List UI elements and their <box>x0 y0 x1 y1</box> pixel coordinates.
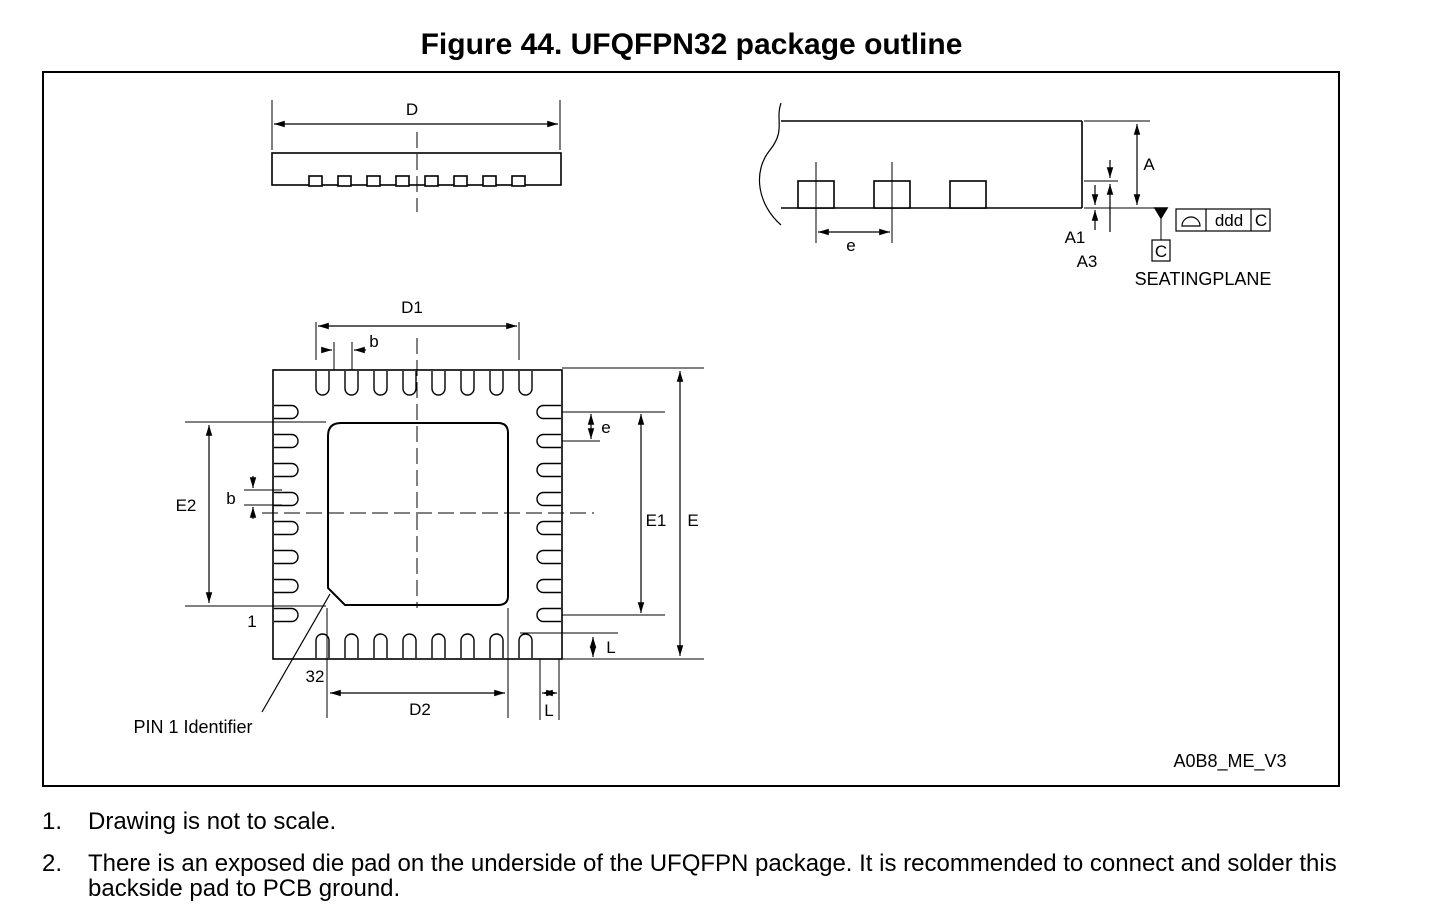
label-L-right: L <box>606 638 615 657</box>
label-pin32: 32 <box>306 667 325 686</box>
pad-top <box>518 371 533 396</box>
pad-right <box>536 491 561 507</box>
flatness-symbol <box>1181 216 1201 227</box>
note-number: 2. <box>42 850 63 877</box>
side-lead <box>308 175 323 187</box>
seating-plane-marker <box>1153 207 1169 220</box>
bottom-view <box>262 338 594 660</box>
label-D: D <box>406 100 418 119</box>
side-lead <box>366 175 381 187</box>
pad-left <box>274 433 299 449</box>
pad-bottom <box>315 633 330 658</box>
label-D2: D2 <box>409 700 431 719</box>
label-E1: E1 <box>646 511 667 530</box>
pad-bottom <box>431 633 446 658</box>
label-A: A <box>1143 155 1155 174</box>
pad-bottom <box>402 633 417 658</box>
label-C-datum: C <box>1155 242 1167 261</box>
pad-bottom <box>373 633 388 658</box>
pad-bottom <box>460 633 475 658</box>
pad-left <box>274 404 299 420</box>
side-view-top <box>271 100 562 212</box>
side-lead <box>424 175 439 187</box>
label-b-top: b <box>369 332 378 351</box>
pad-top <box>402 371 417 396</box>
label-L-bottom: L <box>544 701 553 720</box>
pad-left <box>274 607 299 623</box>
profile-lead <box>949 180 987 209</box>
label-A3: A3 <box>1077 252 1098 271</box>
label-ddd: ddd <box>1215 211 1243 230</box>
label-pin1: 1 <box>247 612 256 631</box>
label-e-right: e <box>601 418 610 437</box>
pad-left <box>274 578 299 594</box>
pad-left <box>274 491 299 507</box>
label-b-left: b <box>226 489 235 508</box>
pad-left <box>274 520 299 536</box>
exposed-die-pad <box>327 422 509 606</box>
bottom-pads <box>274 371 561 658</box>
label-e-side: e <box>846 236 855 255</box>
label-D1: D1 <box>401 298 423 317</box>
pad-top <box>489 371 504 396</box>
figure-title: Figure 44. UFQFPN32 package outline <box>420 28 963 61</box>
pad-top <box>373 371 388 396</box>
tolerance-frame <box>1175 208 1271 232</box>
pad-top <box>315 371 330 396</box>
pad-top <box>344 371 359 396</box>
label-seating-plane: SEATINGPLANE <box>1135 269 1272 289</box>
pad-left <box>274 462 299 478</box>
side-lead <box>453 175 468 187</box>
side-lead <box>337 175 352 187</box>
side-lead <box>395 175 410 187</box>
pad-top <box>460 371 475 396</box>
pad-right <box>536 520 561 536</box>
note-text: There is an exposed die pad on the under… <box>88 850 1337 902</box>
bottom-dimensions <box>185 322 704 720</box>
note-number: 1. <box>42 808 63 835</box>
pad-right <box>536 549 561 565</box>
pad-right <box>536 607 561 623</box>
label-E: E <box>687 511 698 530</box>
label-E2: E2 <box>176 496 197 515</box>
pad-top <box>431 371 446 396</box>
pad-right <box>536 404 561 420</box>
profile-view <box>758 102 1271 262</box>
side-lead <box>511 175 526 187</box>
note-text: Drawing is not to scale. <box>88 808 337 835</box>
label-A1: A1 <box>1065 228 1086 247</box>
pin1-leader <box>261 593 331 713</box>
label-drawing-code: A0B8_ME_V3 <box>1173 751 1286 772</box>
pad-left <box>274 549 299 565</box>
pad-right <box>536 433 561 449</box>
pad-right <box>536 462 561 478</box>
pad-bottom <box>518 633 533 658</box>
side-lead <box>482 175 497 187</box>
label-pin1-identifier: PIN 1 Identifier <box>133 717 252 737</box>
pad-bottom <box>489 633 504 658</box>
side-pins-top <box>308 175 526 187</box>
datum-C-box <box>1151 239 1171 262</box>
pad-bottom <box>344 633 359 658</box>
pad-right <box>536 578 561 594</box>
label-C-box: C <box>1255 211 1267 230</box>
break-line <box>758 102 782 226</box>
drawing-frame <box>42 71 1340 787</box>
